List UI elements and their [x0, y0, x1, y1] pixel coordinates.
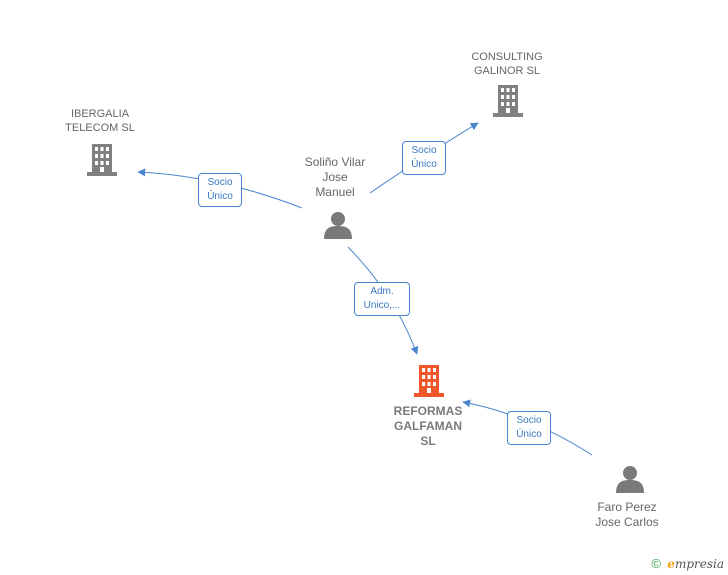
copyright-symbol: © — [651, 556, 661, 571]
brand-initial: e — [667, 557, 675, 571]
node-label-reformas[interactable]: REFORMAS GALFAMAN SL — [393, 404, 463, 448]
node-label-consulting[interactable]: CONSULTING GALINOR SL — [471, 51, 543, 77]
brand-name: mpresia — [674, 557, 724, 571]
edge-label-faro-reformas[interactable]: Socio Único — [507, 411, 551, 445]
node-label-ibergalia[interactable]: IBERGALIA TELECOM SL — [65, 108, 135, 134]
building-icon[interactable] — [414, 365, 444, 397]
node-label-solino[interactable]: Soliño Vilar Jose Manuel — [304, 155, 366, 199]
person-icon[interactable] — [324, 212, 352, 239]
building-icon[interactable] — [493, 85, 523, 117]
edge-label-solino-reformas[interactable]: Adm. Unico,... — [354, 282, 410, 316]
footer-brand: © empresia — [651, 556, 724, 571]
person-icon[interactable] — [616, 466, 644, 493]
edge-label-solino-consulting[interactable]: Socio Único — [402, 141, 446, 175]
edge-label-solino-ibergalia[interactable]: Socio Único — [198, 173, 242, 207]
node-label-faro[interactable]: Faro Perez Jose Carlos — [595, 500, 659, 529]
building-icon[interactable] — [87, 144, 117, 176]
brand-logo[interactable]: empresia — [667, 557, 724, 571]
